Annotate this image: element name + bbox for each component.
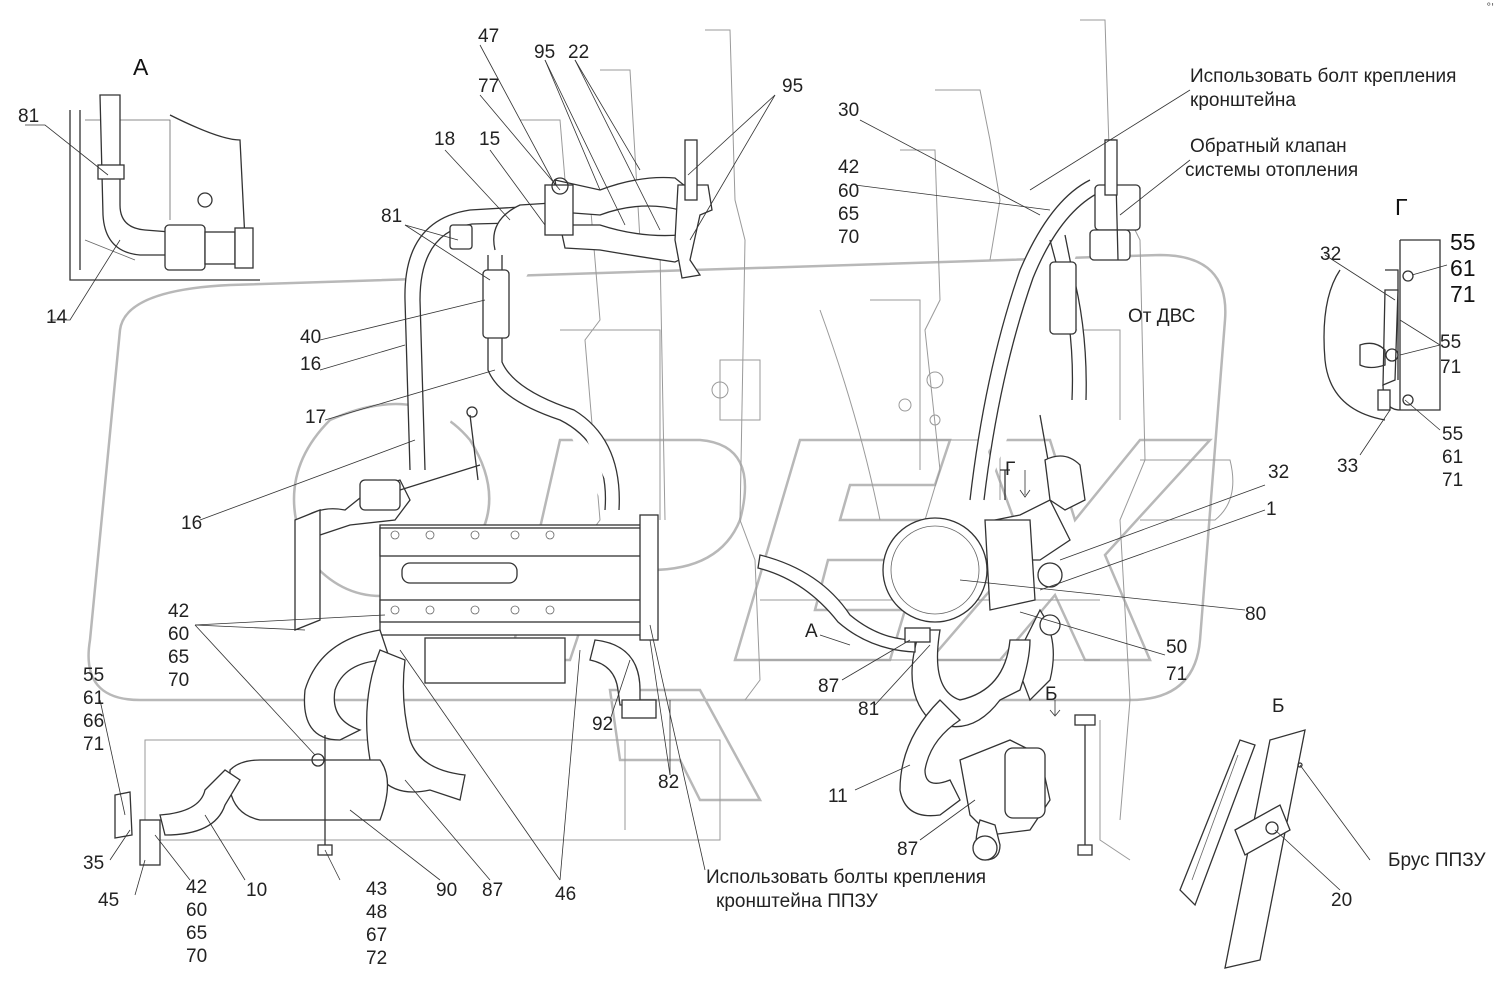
callout-87: 87 [482, 880, 503, 901]
callout-65: 65 [838, 204, 859, 225]
callout-61: 61 [83, 688, 104, 709]
callout-87: 87 [897, 839, 918, 860]
callout-40: 40 [300, 327, 321, 348]
callout-47: 47 [478, 26, 499, 47]
callout-33: 33 [1337, 456, 1358, 477]
callout-67: 67 [366, 925, 387, 946]
view-a-inset [69, 94, 260, 281]
callout-70: 70 [838, 227, 859, 248]
callout-71: 71 [83, 734, 104, 755]
callout-71: 71 [1442, 470, 1463, 491]
callout-42: 42 [186, 877, 207, 898]
callout-20: 20 [1331, 890, 1352, 911]
callout-48: 48 [366, 902, 387, 923]
note-bolt-bracket-line1: Использовать болт крепления [1190, 66, 1456, 87]
callout-42: 42 [838, 157, 859, 178]
note-check-valve-line1: Обратный клапан [1190, 136, 1347, 157]
callout-90: 90 [436, 880, 457, 901]
callout-10: 10 [246, 880, 267, 901]
callout-18: 18 [434, 129, 455, 150]
callout-65: 65 [186, 923, 207, 944]
callout-14: 14 [46, 307, 68, 328]
callout-60: 60 [168, 624, 189, 645]
callout-60: 60 [838, 181, 859, 202]
callout-11: 11 [828, 786, 848, 807]
leader-lines [25, 44, 1448, 896]
callout-61: 61 [1450, 255, 1476, 281]
callout-numbers: 81 14 47 77 95 22 95 18 15 81 40 16 17 1… [18, 26, 1476, 969]
view-arrow-g: Г [1005, 459, 1015, 480]
callout-82: 82 [658, 772, 679, 793]
note-check-valve-line2: системы отопления [1185, 160, 1358, 181]
callout-60: 60 [186, 900, 207, 921]
callout-70: 70 [168, 670, 189, 691]
callout-81: 81 [381, 206, 402, 227]
callout-87: 87 [818, 676, 839, 697]
callout-45: 45 [98, 890, 119, 911]
callout-15: 15 [479, 129, 500, 150]
callout-16: 16 [300, 354, 321, 375]
note-bolt-bracket-line2: кронштейна [1190, 90, 1296, 111]
view-b-inset [1179, 729, 1306, 969]
callout-42: 42 [168, 601, 189, 622]
view-g-inset [1323, 239, 1441, 421]
callout-81: 81 [858, 699, 879, 720]
left-assembly [114, 139, 713, 866]
callout-66: 66 [83, 711, 104, 732]
callout-70: 70 [186, 946, 207, 967]
callout-61: 61 [1442, 447, 1463, 468]
callout-32: 32 [1268, 462, 1289, 483]
corner-mark: °' [1486, 2, 1494, 13]
note-bolts-ppzu-line1: Использовать болты крепления [706, 867, 986, 888]
callout-95: 95 [534, 42, 555, 63]
callout-30: 30 [838, 100, 859, 121]
callout-71: 71 [1450, 281, 1476, 307]
callout-50: 50 [1166, 637, 1187, 658]
callout-35: 35 [83, 853, 104, 874]
callout-80: 80 [1245, 604, 1266, 625]
callout-65: 65 [168, 647, 189, 668]
view-arrow-a: А [805, 621, 818, 642]
callout-46: 46 [555, 884, 576, 905]
callout-71: 71 [1166, 664, 1187, 685]
callout-55: 55 [83, 665, 104, 686]
callout-71: 71 [1440, 357, 1461, 378]
callout-55: 55 [1450, 229, 1476, 255]
callout-32: 32 [1320, 244, 1341, 265]
callout-22: 22 [568, 42, 589, 63]
view-label-b: Б [1272, 696, 1284, 717]
callout-17: 17 [305, 407, 326, 428]
callout-77: 77 [478, 76, 499, 97]
note-from-engine: От ДВС [1128, 306, 1195, 327]
note-beam-ppzu: Брус ППЗУ [1388, 850, 1486, 871]
callout-1: 1 [1266, 499, 1277, 520]
callout-16: 16 [181, 513, 202, 534]
view-arrow-b: Б [1045, 684, 1057, 705]
view-label-a: А [133, 54, 149, 80]
callout-43: 43 [366, 879, 387, 900]
callout-55: 55 [1440, 332, 1461, 353]
callout-55: 55 [1442, 424, 1463, 445]
note-bolts-ppzu-line2: кронштейна ППЗУ [716, 891, 879, 912]
view-label-g: Г [1395, 194, 1408, 220]
callout-81: 81 [18, 106, 39, 127]
right-assembly [757, 139, 1141, 861]
callout-92: 92 [592, 714, 613, 735]
callout-72: 72 [366, 948, 387, 969]
callout-95: 95 [782, 76, 803, 97]
